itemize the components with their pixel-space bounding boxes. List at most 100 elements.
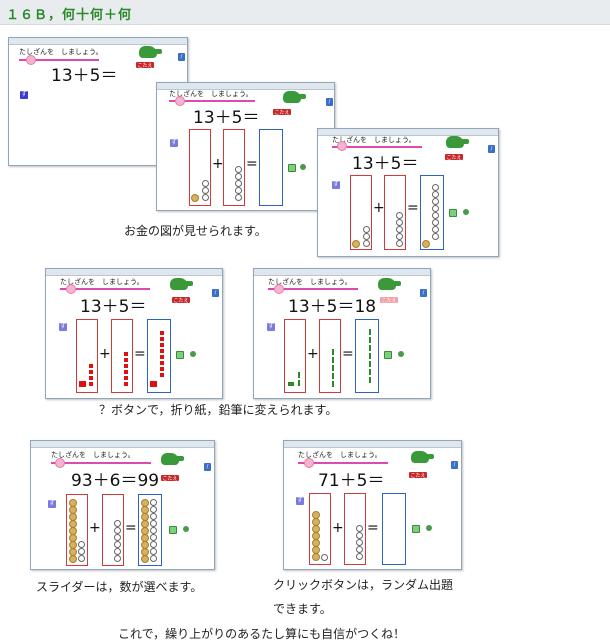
caption-click-button-1: クリックボタンは，ランダム出題	[273, 578, 454, 592]
equals-sign: =	[134, 346, 146, 362]
origami-stack	[150, 381, 157, 387]
equals-sign: =	[407, 200, 419, 216]
addend-box-2	[319, 319, 341, 393]
pencil-stick	[369, 353, 371, 359]
one-coin	[150, 513, 157, 520]
question-button[interactable]: ず	[267, 323, 275, 331]
answer-button[interactable]: こたえ	[445, 154, 463, 161]
crocodile-icon	[161, 453, 184, 465]
ten-coin	[69, 555, 77, 563]
one-coin	[235, 180, 242, 187]
prompt-text: たしざんを しましょう。	[332, 136, 416, 144]
result-box	[138, 494, 162, 566]
answer-button[interactable]: こたえ	[409, 472, 427, 479]
one-coin	[78, 555, 85, 562]
pink-line	[332, 146, 422, 148]
check-button[interactable]	[169, 526, 177, 534]
caption-question-button: ？ボタンで，折り紙，鉛筆に変えられます。	[99, 403, 338, 417]
caption-click-button-2: できます。	[273, 602, 332, 616]
check-button[interactable]	[288, 164, 296, 172]
origami-square	[89, 376, 93, 380]
crocodile-icon	[378, 278, 401, 290]
one-coin	[235, 194, 242, 201]
pencil-stick	[332, 357, 334, 363]
question-button[interactable]: ず	[332, 181, 340, 189]
pencil-icon[interactable]: /	[451, 461, 458, 469]
origami-square	[124, 376, 128, 380]
problem-text: 71＋5＝	[318, 471, 385, 491]
ball-icon	[398, 351, 404, 357]
origami-square	[124, 370, 128, 374]
problem-text: 13＋5＝	[193, 108, 260, 128]
screenshot-4: たしざんを しましょう。 13＋5＝ こたえ / ず + =	[45, 268, 223, 399]
origami-square	[160, 349, 164, 353]
one-coin	[150, 548, 157, 555]
result-box	[382, 493, 406, 565]
pencil-stick	[298, 372, 300, 378]
pencil-icon[interactable]: /	[420, 289, 427, 297]
screenshot-7: たしざんを しましょう。 71＋5＝ こたえ / ず + =	[283, 440, 462, 570]
pencil-icon[interactable]: /	[178, 53, 185, 61]
one-coin	[356, 532, 363, 539]
window-titlebar	[31, 441, 214, 448]
window-titlebar	[284, 441, 461, 448]
question-button[interactable]: ず	[48, 500, 56, 508]
crocodile-icon	[446, 136, 469, 148]
answer-button[interactable]: こたえ	[161, 475, 179, 482]
pencil-stick	[332, 373, 334, 379]
one-coin	[432, 226, 439, 233]
pink-line	[298, 462, 388, 464]
screenshot-2: たしざんを しましょう。 13＋5＝ こたえ / ず + =	[156, 82, 335, 211]
prompt-text: たしざんを しましょう。	[60, 278, 144, 286]
answer-button[interactable]: こたえ	[380, 297, 398, 304]
screenshot-6: たしざんを しましょう。 93＋6＝99 こたえ / ず + =	[30, 440, 215, 570]
one-coin	[114, 527, 121, 534]
one-coin	[363, 226, 370, 233]
question-button[interactable]: ず	[170, 139, 178, 147]
question-button[interactable]: ず	[20, 91, 28, 99]
pink-line	[51, 462, 151, 464]
one-coin	[396, 226, 403, 233]
window-titlebar	[318, 129, 498, 136]
question-button[interactable]: ず	[59, 323, 67, 331]
one-coin	[78, 541, 85, 548]
check-button[interactable]	[412, 525, 420, 533]
problem-text: 93＋6＝99	[71, 471, 160, 491]
flower-icon	[26, 55, 36, 65]
question-button[interactable]: ず	[296, 497, 304, 505]
ten-coin	[191, 194, 199, 202]
problem-text: 13＋5＝	[51, 66, 118, 86]
one-coin	[432, 205, 439, 212]
origami-square	[89, 382, 93, 386]
equals-sign: =	[367, 520, 379, 536]
page-title: １６Ｂ，何十何＋何	[6, 8, 133, 23]
pencil-stick	[332, 365, 334, 371]
origami-square	[160, 355, 164, 359]
ball-icon	[463, 209, 469, 215]
one-coin	[363, 233, 370, 240]
one-coin	[202, 187, 209, 194]
prompt-text: たしざんを しましょう。	[268, 278, 352, 286]
check-button[interactable]	[384, 351, 392, 359]
answer-button[interactable]: こたえ	[136, 62, 154, 69]
pencil-icon[interactable]: /	[488, 145, 495, 153]
ball-icon	[183, 526, 189, 532]
caption-money: お金の図が見せられます。	[124, 224, 267, 238]
answer-button[interactable]: こたえ	[273, 109, 291, 116]
one-coin	[202, 194, 209, 201]
window-titlebar	[254, 269, 430, 276]
one-coin	[150, 555, 157, 562]
pencil-icon[interactable]: /	[212, 289, 219, 297]
addend-box-2	[344, 493, 366, 565]
window-titlebar	[9, 38, 187, 45]
pencil-icon[interactable]: /	[326, 98, 333, 106]
origami-square	[160, 373, 164, 377]
pencil-stick	[369, 369, 371, 375]
check-button[interactable]	[449, 209, 457, 217]
one-coin	[114, 541, 121, 548]
plus-sign: +	[212, 156, 224, 172]
one-coin	[78, 548, 85, 555]
check-button[interactable]	[176, 351, 184, 359]
pencil-icon[interactable]: /	[204, 463, 211, 471]
answer-button[interactable]: こたえ	[172, 297, 190, 304]
